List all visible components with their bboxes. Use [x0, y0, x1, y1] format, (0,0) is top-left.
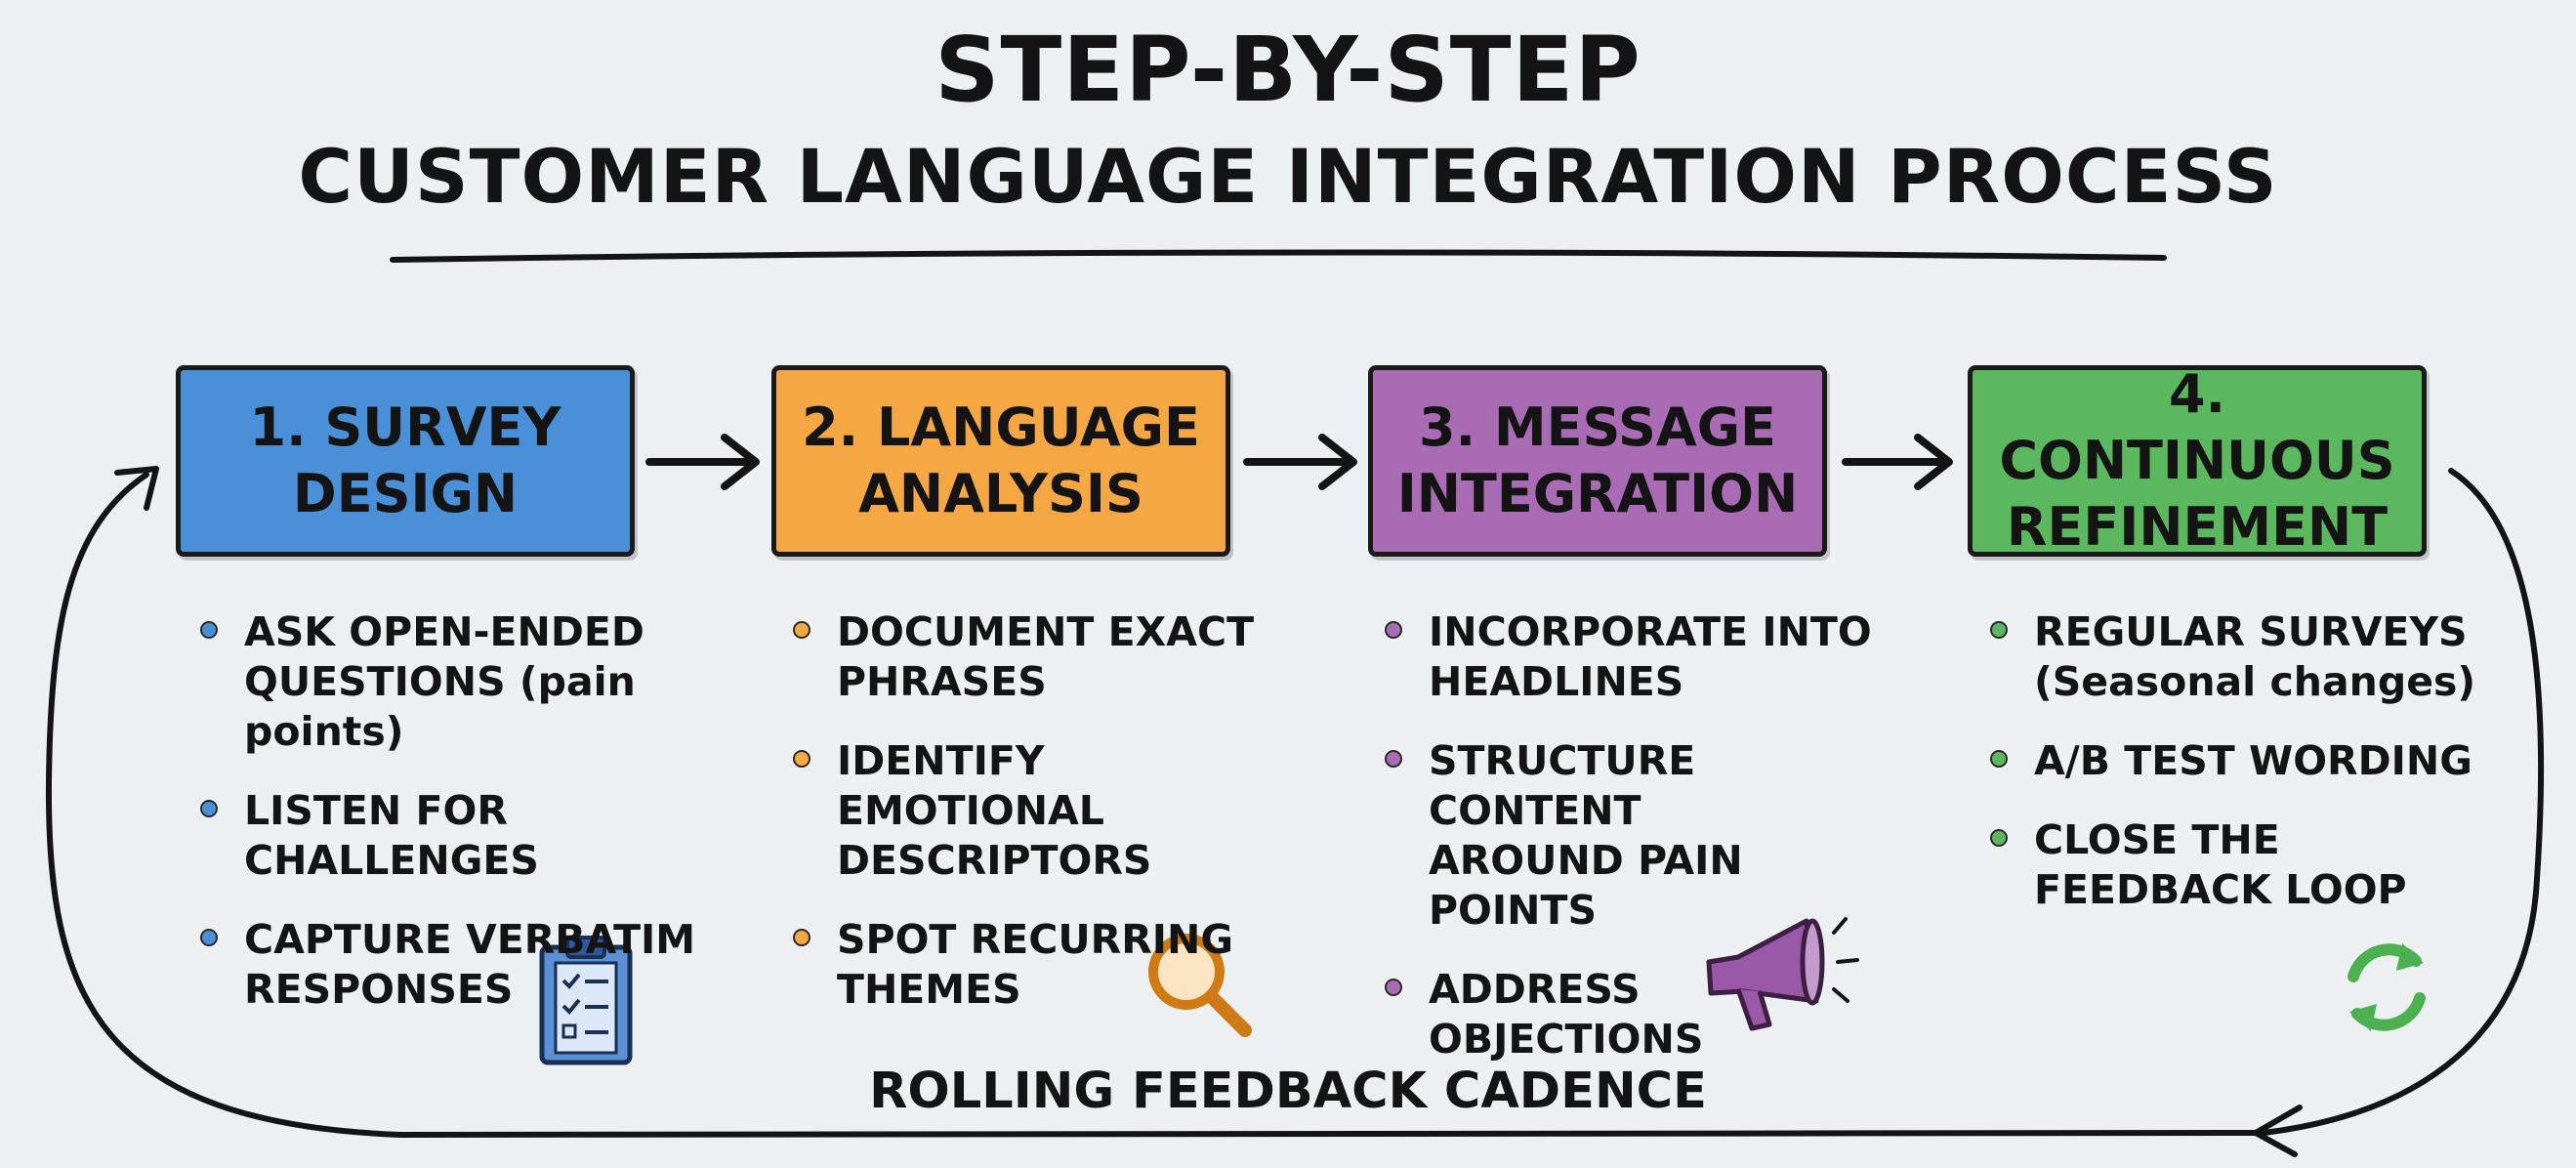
bullet-text: STRUCTURE CONTENT AROUND PAIN POINTS	[1429, 737, 1743, 934]
bullet-text: DOCUMENT EXACT PHRASES	[837, 608, 1255, 705]
step-title: 2. LANGUAGE ANALYSIS	[802, 396, 1200, 524]
step-box-message-integration: 3. MESSAGE INTEGRATION	[1368, 365, 1827, 557]
list-item: ADDRESS OBJECTIONS	[1385, 965, 1892, 1064]
step-title: 3. MESSAGE INTEGRATION	[1396, 396, 1799, 524]
step-title: 1. SURVEY DESIGN	[249, 396, 561, 524]
bullet-text: INCORPORATE INTO HEADLINES	[1429, 608, 1872, 705]
bullet-text: LISTEN FOR CHALLENGES	[244, 787, 539, 884]
magnifying-glass-icon	[1148, 934, 1252, 1037]
bullet-list-survey-design: ASK OPEN-ENDED QUESTIONS (pain points) L…	[200, 607, 708, 1044]
list-item: IDENTIFY EMOTIONAL DESCRIPTORS	[793, 736, 1301, 886]
megaphone-icon	[1706, 917, 1859, 1031]
arrow-2-to-3	[1243, 434, 1357, 490]
bullet-dot	[200, 929, 218, 946]
bullet-text: REGULAR SURVEYS (Seasonal changes)	[2034, 608, 2476, 705]
list-item: A/B TEST WORDING	[1990, 736, 2498, 786]
list-item: STRUCTURE CONTENT AROUND PAIN POINTS	[1385, 736, 1892, 936]
bullet-list-continuous-refinement: REGULAR SURVEYS (Seasonal changes) A/B T…	[1990, 607, 2498, 944]
list-item: REGULAR SURVEYS (Seasonal changes)	[1990, 607, 2498, 707]
step-title: 4. CONTINUOUS REFINEMENT	[1999, 363, 2395, 558]
bullet-dot	[793, 929, 810, 946]
clipboard-checklist-icon	[539, 936, 633, 1065]
bullet-text: IDENTIFY EMOTIONAL DESCRIPTORS	[837, 737, 1152, 884]
bullet-text: CLOSE THE FEEDBACK LOOP	[2034, 816, 2407, 913]
bullet-text: ADDRESS OBJECTIONS	[1429, 966, 1704, 1063]
page-title-line-1: STEP-BY-STEP	[935, 18, 1641, 122]
bullet-text: ASK OPEN-ENDED QUESTIONS (pain points)	[244, 608, 644, 755]
bullet-text: SPOT RECURRING THEMES	[837, 916, 1233, 1013]
step-box-survey-design: 1. SURVEY DESIGN	[176, 365, 635, 557]
bullet-list-language-analysis: DOCUMENT EXACT PHRASES IDENTIFY EMOTIONA…	[793, 607, 1301, 1044]
page-title-line-2: CUSTOMER LANGUAGE INTEGRATION PROCESS	[298, 133, 2278, 220]
bullet-dot	[1385, 750, 1402, 768]
step-box-continuous-refinement: 4. CONTINUOUS REFINEMENT	[1968, 363, 2427, 558]
bullet-list-message-integration: INCORPORATE INTO HEADLINES STRUCTURE CON…	[1385, 607, 1892, 1094]
bullet-dot	[200, 621, 218, 639]
loop-label: ROLLING FEEDBACK CADENCE	[869, 1063, 1707, 1120]
bullet-dot	[1385, 979, 1402, 996]
list-item: ASK OPEN-ENDED QUESTIONS (pain points)	[200, 607, 708, 757]
bullet-dot	[1385, 621, 1402, 639]
list-item: LISTEN FOR CHALLENGES	[200, 786, 708, 886]
list-item: CLOSE THE FEEDBACK LOOP	[1990, 815, 2498, 915]
bullet-text: CAPTURE VERBATIM RESPONSES	[244, 916, 696, 1013]
list-item: CAPTURE VERBATIM RESPONSES	[200, 915, 708, 1015]
bullet-dot	[1990, 750, 2008, 768]
bullet-dot	[200, 800, 218, 817]
bullet-dot	[793, 621, 810, 639]
bullet-dot	[1990, 829, 2008, 847]
list-item: DOCUMENT EXACT PHRASES	[793, 607, 1301, 707]
title-underline	[390, 249, 2167, 263]
list-item: SPOT RECURRING THEMES	[793, 915, 1301, 1015]
list-item: INCORPORATE INTO HEADLINES	[1385, 607, 1892, 707]
bullet-dot	[793, 750, 810, 768]
arrow-1-to-2	[645, 434, 760, 490]
refresh-cycle-icon	[2347, 943, 2426, 1031]
step-box-language-analysis: 2. LANGUAGE ANALYSIS	[771, 365, 1230, 557]
bullet-dot	[1990, 621, 2008, 639]
feedback-loop-arrow	[45, 466, 2545, 1157]
arrow-3-to-4	[1842, 434, 1953, 490]
bullet-text: A/B TEST WORDING	[2034, 737, 2472, 784]
